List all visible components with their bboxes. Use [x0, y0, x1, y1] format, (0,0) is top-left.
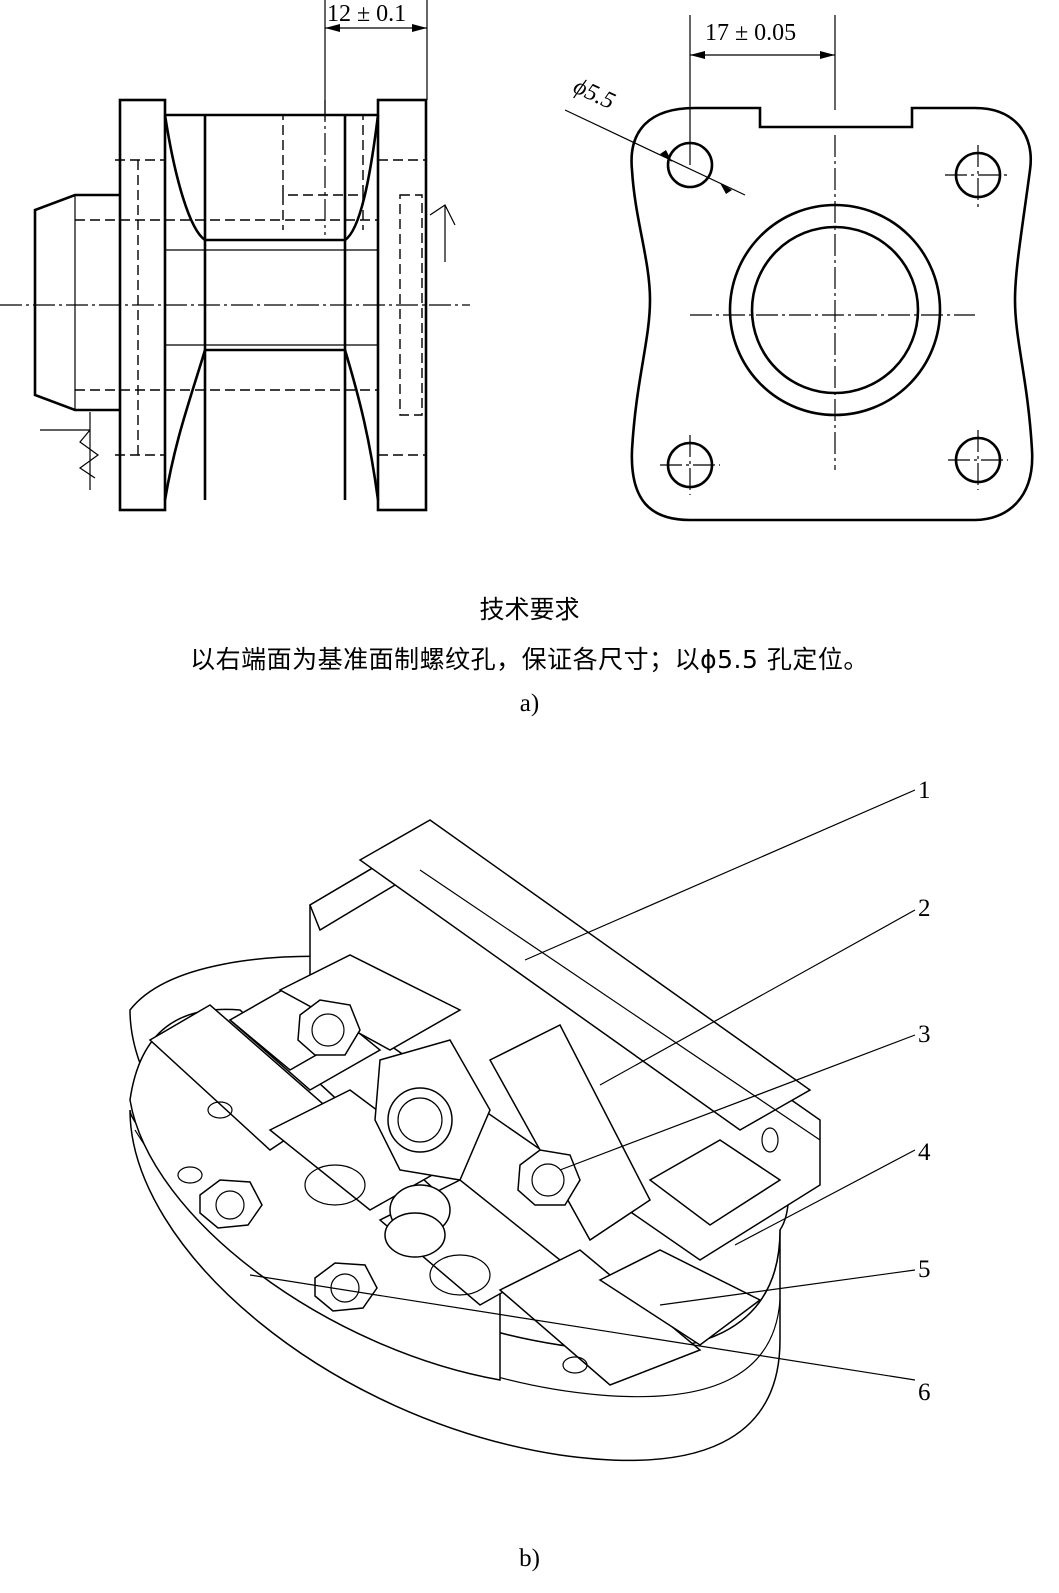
- callout-1: 1: [918, 777, 931, 804]
- end-view: 17 ± 0.05 ϕ5.5: [564, 15, 1034, 522]
- hole-diameter-label: ϕ5.5: [569, 73, 618, 114]
- side-view: 12 ± 0.1: [0, 0, 470, 512]
- requirements-title: 技术要求: [479, 595, 580, 624]
- callout-2: 2: [918, 895, 931, 922]
- callout-leaders: [249, 789, 916, 1381]
- callout-6: 6: [918, 1379, 931, 1406]
- callout-numbers: 1 2 3 4 5 6: [918, 777, 931, 1406]
- subfigure-label-a: a): [519, 690, 540, 717]
- dimension-12: 12 ± 0.1: [327, 1, 406, 27]
- callout-4: 4: [918, 1139, 931, 1166]
- callout-5: 5: [918, 1256, 931, 1283]
- subfigure-label-b: b): [519, 1545, 540, 1572]
- dimension-17: 17 ± 0.05: [705, 20, 796, 46]
- requirements-text: 以右端面为基准面制螺纹孔，保证各尺寸；以ϕ5.5 孔定位。: [190, 645, 869, 674]
- callout-3: 3: [918, 1021, 931, 1048]
- fixture-isometric: [129, 819, 821, 1462]
